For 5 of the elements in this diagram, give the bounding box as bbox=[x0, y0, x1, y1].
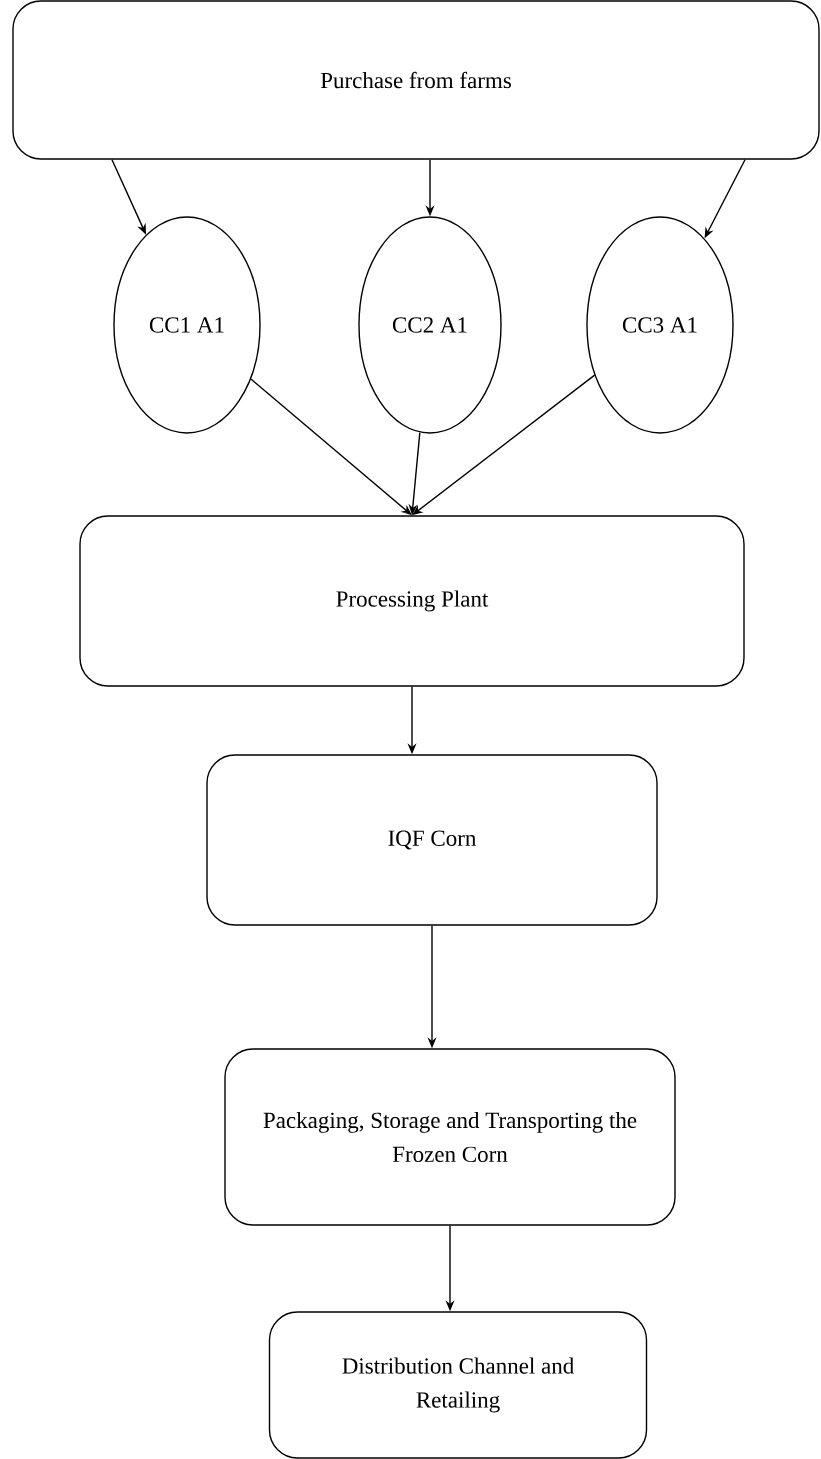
process-box: Processing Plant bbox=[79, 515, 745, 687]
process-box: Purchase from farms bbox=[12, 0, 820, 160]
process-box: Packaging, Storage and Transporting the Frozen Corn bbox=[224, 1048, 676, 1226]
process-box: IQF Corn bbox=[206, 754, 658, 926]
process-box: Distribution Channel and Retailing bbox=[268, 1311, 648, 1459]
